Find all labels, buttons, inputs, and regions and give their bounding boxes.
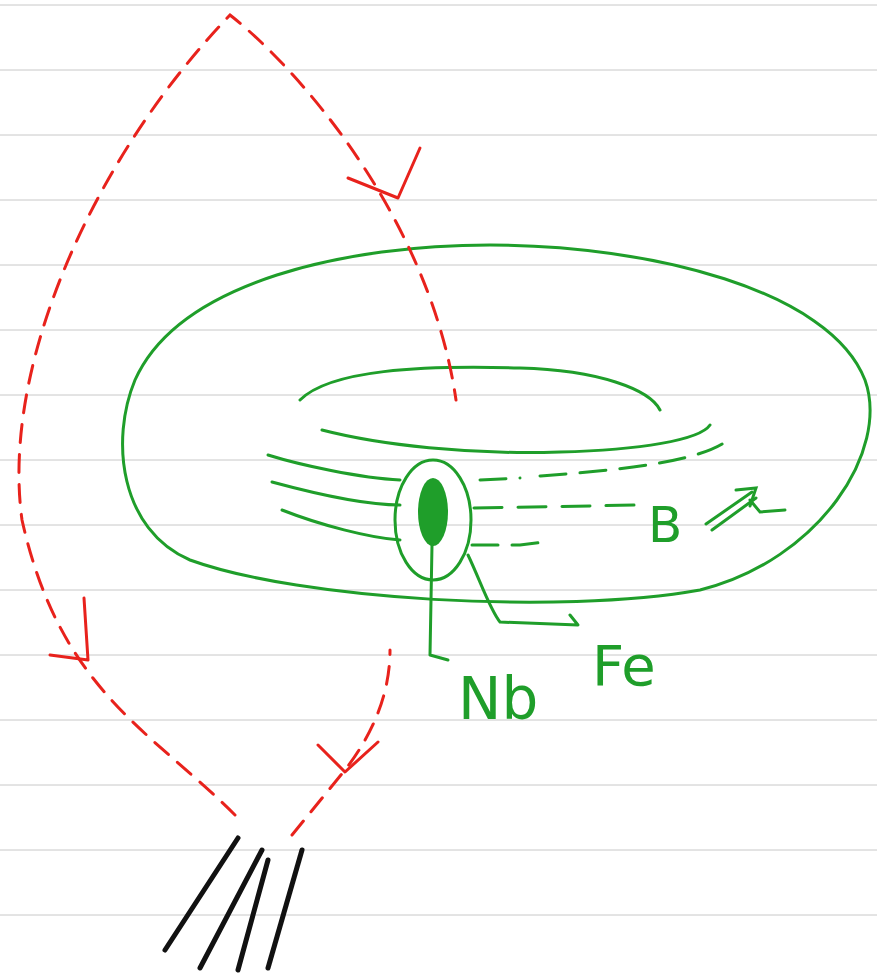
hatch-lines: [165, 838, 302, 970]
part-label: Nb: [458, 670, 538, 728]
field-arrow: [706, 488, 756, 530]
part-label: B: [648, 500, 682, 550]
torus: [123, 245, 870, 602]
ruled-lines: [0, 5, 877, 915]
return-flux: [19, 15, 456, 835]
part-label: Fe: [592, 638, 656, 694]
leader-lines: [430, 545, 578, 660]
field-lines: [268, 440, 785, 545]
arrowheads: [50, 148, 420, 772]
